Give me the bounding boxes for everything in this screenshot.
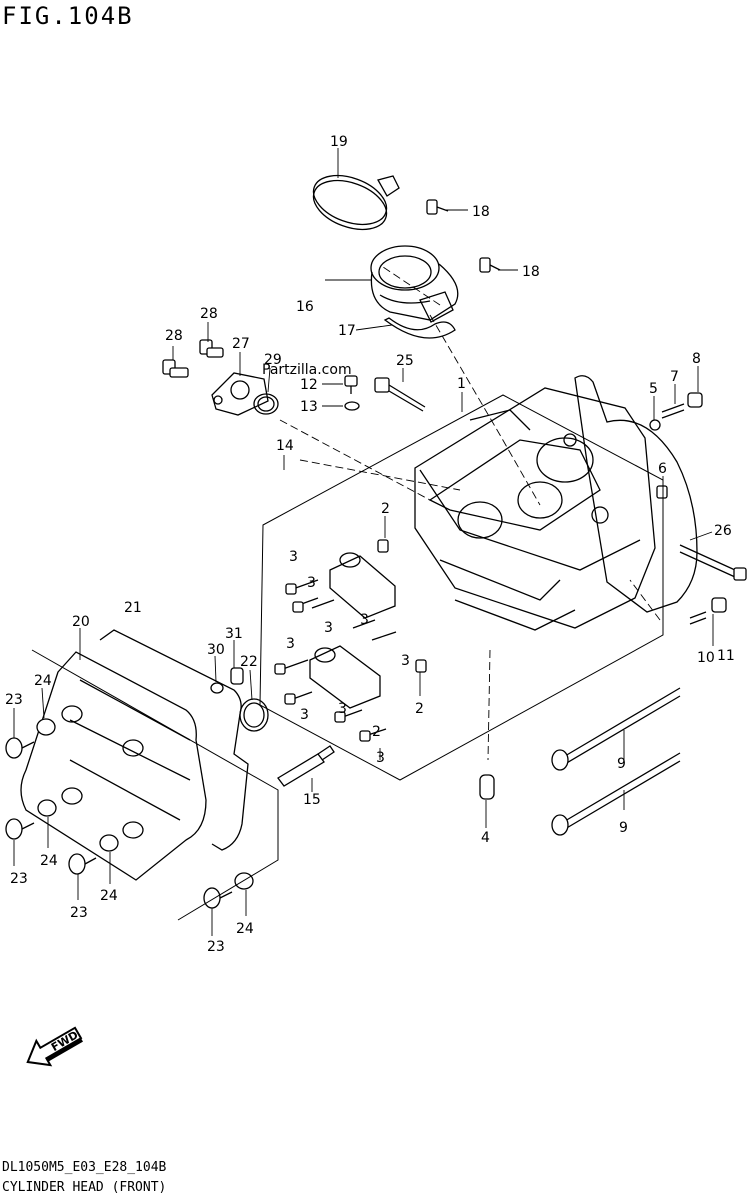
bolt-part-25 [374, 377, 426, 412]
callout-23b: 23 [10, 871, 28, 887]
callout-24b: 24 [40, 853, 58, 869]
nut-part-8 [687, 392, 703, 408]
callout-2a: 2 [381, 501, 390, 517]
callout-23a: 23 [5, 692, 23, 708]
callout-2c: 2 [372, 724, 381, 740]
callout-3a: 3 [289, 549, 298, 565]
callout-4: 4 [481, 830, 490, 846]
callout-25: 25 [396, 353, 414, 369]
bolt-part-26 [679, 544, 747, 581]
callout-8: 8 [692, 351, 701, 367]
callout-21: 21 [124, 600, 142, 616]
callout-11: 11 [717, 648, 735, 664]
part-31 [230, 667, 244, 685]
dowels-part-2 [377, 539, 427, 673]
callout-3c: 3 [324, 620, 333, 636]
bolts-part-3 [274, 579, 397, 742]
cover-frame [31, 649, 279, 921]
callout-6: 6 [658, 461, 667, 477]
callout-3f: 3 [401, 653, 410, 669]
callout-9b: 9 [619, 820, 628, 836]
callout-labels: 19 18 18 16 17 28 28 27 29 25 12 13 1 5 … [5, 134, 735, 955]
callout-18b: 18 [522, 264, 540, 280]
callout-3g: 3 [300, 707, 309, 723]
clamp-part [312, 174, 400, 231]
callout-22: 22 [240, 654, 258, 670]
callout-15: 15 [303, 792, 321, 808]
cover-gasket-part [99, 629, 249, 851]
callout-27: 27 [232, 336, 250, 352]
cam-holder-part-a [329, 552, 396, 619]
gasket-part [574, 375, 698, 613]
bolt-part-10-11 [689, 597, 727, 625]
callout-3e: 3 [286, 636, 295, 652]
leader-lines [13, 148, 714, 936]
callout-30: 30 [207, 642, 225, 658]
bolt-part-12 [344, 375, 358, 394]
callout-3h: 3 [338, 701, 347, 717]
bolt-part-28a [162, 359, 189, 378]
callout-24c: 24 [100, 888, 118, 904]
callout-3b: 3 [307, 575, 316, 591]
dowel-part-6 [656, 485, 668, 499]
bolts-part-23 [5, 737, 233, 909]
long-bolt-part-9a [551, 687, 681, 771]
fwd-arrow-icon: FWD [26, 1026, 83, 1067]
screw-part-18b [479, 257, 501, 273]
bolt-part-28b [199, 339, 224, 358]
bolt-part-7 [661, 403, 685, 419]
spark-plug-part [277, 745, 335, 787]
callout-28b: 28 [165, 328, 183, 344]
callout-13: 13 [300, 399, 318, 415]
callout-19: 19 [330, 134, 348, 150]
figure-title: FIG.104B [2, 2, 134, 30]
alignment-lines [279, 264, 661, 761]
callout-10: 10 [697, 650, 715, 666]
callout-24d: 24 [236, 921, 254, 937]
callout-7: 7 [670, 369, 679, 385]
callout-1: 1 [457, 376, 466, 392]
callout-2b: 2 [415, 701, 424, 717]
callout-23c: 23 [70, 905, 88, 921]
callout-5: 5 [649, 381, 658, 397]
callout-29: 29 [264, 352, 282, 368]
callout-12: 12 [300, 377, 318, 393]
intake-pipe-part [370, 245, 459, 323]
long-bolt-part-9b [551, 752, 681, 836]
callout-26: 26 [714, 523, 732, 539]
assembly-frame [259, 394, 664, 781]
callout-17: 17 [338, 323, 356, 339]
seal-part-22 [239, 698, 269, 732]
callout-24a: 24 [34, 673, 52, 689]
callout-16: 16 [296, 299, 314, 315]
callout-28a: 28 [200, 306, 218, 322]
footer-title: CYLINDER HEAD (FRONT) [2, 1180, 167, 1195]
callout-23d: 23 [207, 939, 225, 955]
cylinder-head-part [414, 387, 656, 631]
screw-part-18a [426, 199, 449, 215]
watermark: Partzilla.com [262, 362, 352, 378]
callout-14: 14 [276, 438, 294, 454]
o-ring-part [383, 317, 456, 339]
callout-20: 20 [72, 614, 90, 630]
callout-3i: 3 [376, 750, 385, 766]
callout-9a: 9 [617, 756, 626, 772]
callout-3d: 3 [360, 612, 369, 628]
o-ring-part-29 [253, 393, 279, 415]
cam-holder-part-b [309, 645, 381, 709]
footer-code: DL1050M5_E03_E28_104B [2, 1160, 167, 1175]
callout-31: 31 [225, 626, 243, 642]
part-30 [210, 682, 224, 694]
grommets-part-24 [36, 718, 254, 890]
callout-18a: 18 [472, 204, 490, 220]
dowel-part-4 [479, 774, 495, 800]
washer-part-13 [344, 401, 360, 411]
